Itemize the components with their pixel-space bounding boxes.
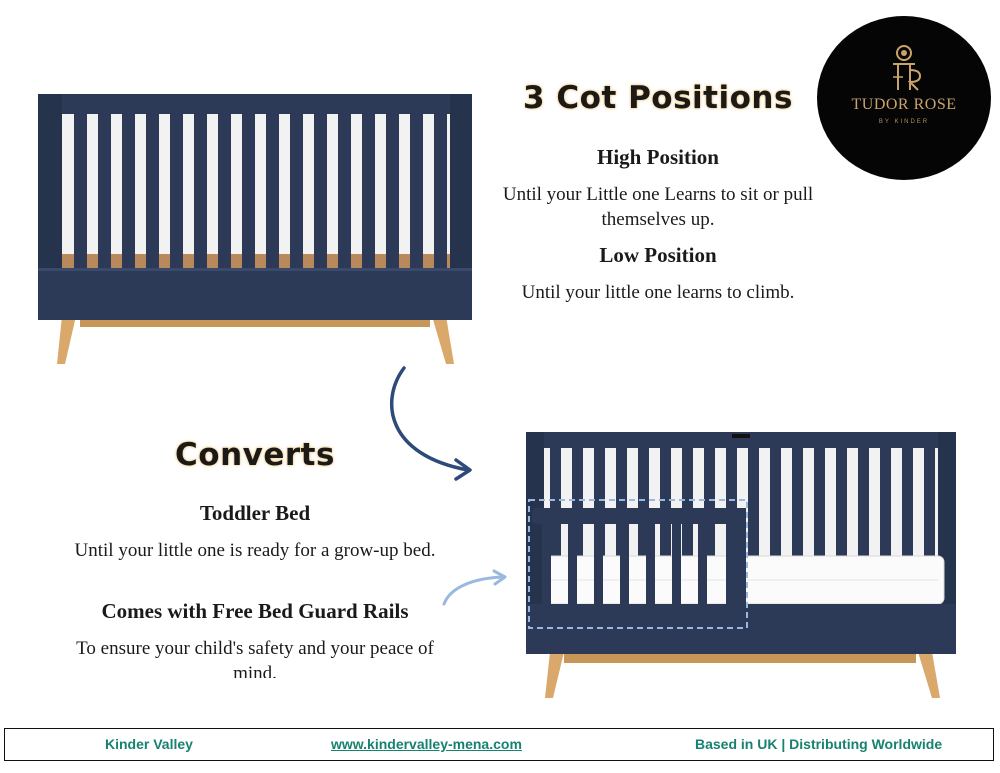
footer-website-link[interactable]: www.kindervalley-mena.com xyxy=(331,736,522,752)
rose-monogram-icon xyxy=(893,45,922,91)
toddler-bed-text: Until your little one is ready for a gro… xyxy=(74,540,436,561)
toddler-bed-title: Toddler Bed xyxy=(199,501,311,525)
high-position-text: Until your Little one Learns to sit or p… xyxy=(502,184,814,230)
footer-tagline: Based in UK | Distributing Worldwide xyxy=(695,736,943,752)
cot-positions-heading: 3 Cot Positions xyxy=(523,80,793,116)
logo-brand-text: TUDOR ROSE xyxy=(851,96,957,113)
logo-byline-text: BY KINDER xyxy=(878,119,930,125)
curved-arrow-icon xyxy=(390,366,472,481)
guard-rails-text: To ensure your child's safety and your p… xyxy=(76,638,434,678)
toddler-bed-image xyxy=(526,432,956,698)
tudor-rose-logo: TUDOR ROSE BY KINDER xyxy=(817,16,991,180)
low-position-title: Low Position xyxy=(599,243,717,267)
high-position-title: High Position xyxy=(597,145,719,169)
footer-company: Kinder Valley xyxy=(105,736,193,752)
pointer-arrow-icon xyxy=(442,569,507,606)
guard-rails-title: Comes with Free Bed Guard Rails xyxy=(101,599,409,623)
low-position-text: Until your little one learns to climb. xyxy=(521,282,795,303)
converts-heading: Converts xyxy=(175,437,335,473)
cot-crib-image xyxy=(38,94,472,364)
footer-bar: Kinder Valley www.kindervalley-mena.com … xyxy=(4,728,994,761)
